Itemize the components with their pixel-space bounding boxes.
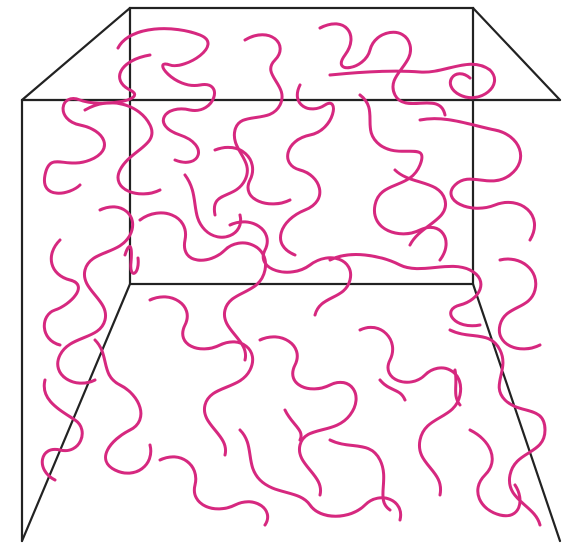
polymer-chain: [320, 24, 445, 115]
cube-back-face: [130, 8, 473, 284]
polymer-chain: [360, 327, 461, 495]
polymer-chain: [44, 55, 150, 193]
polymer-chain: [85, 103, 160, 194]
polymer-chain: [118, 29, 214, 163]
polymer-chain: [58, 207, 133, 383]
cube-edge-top-right: [473, 8, 560, 100]
cube-edge-bottom-left: [22, 284, 130, 541]
polymer-chain: [499, 259, 540, 349]
polymer-chain: [44, 240, 78, 345]
polymer-chain: [150, 297, 253, 455]
polymer-chain: [420, 119, 535, 240]
cube-wireframe: [22, 8, 560, 541]
polymer-chain: [140, 213, 266, 360]
cube-edge-top-left: [22, 8, 130, 100]
polymer-chain: [42, 380, 82, 480]
polymer-chain: [125, 246, 138, 273]
polymer-chain: [470, 430, 520, 516]
polymer-chain: [230, 222, 351, 315]
polymer-chain: [330, 255, 481, 326]
polymer-chain: [330, 440, 390, 510]
polymer-chain: [185, 175, 241, 237]
polymer-chain: [281, 85, 334, 255]
polymer-chain: [95, 340, 151, 473]
cube-edge-bottom-right: [473, 284, 560, 541]
polymer-chain: [260, 337, 356, 495]
polymer-chain: [330, 64, 495, 98]
polymer-chain: [285, 410, 301, 440]
